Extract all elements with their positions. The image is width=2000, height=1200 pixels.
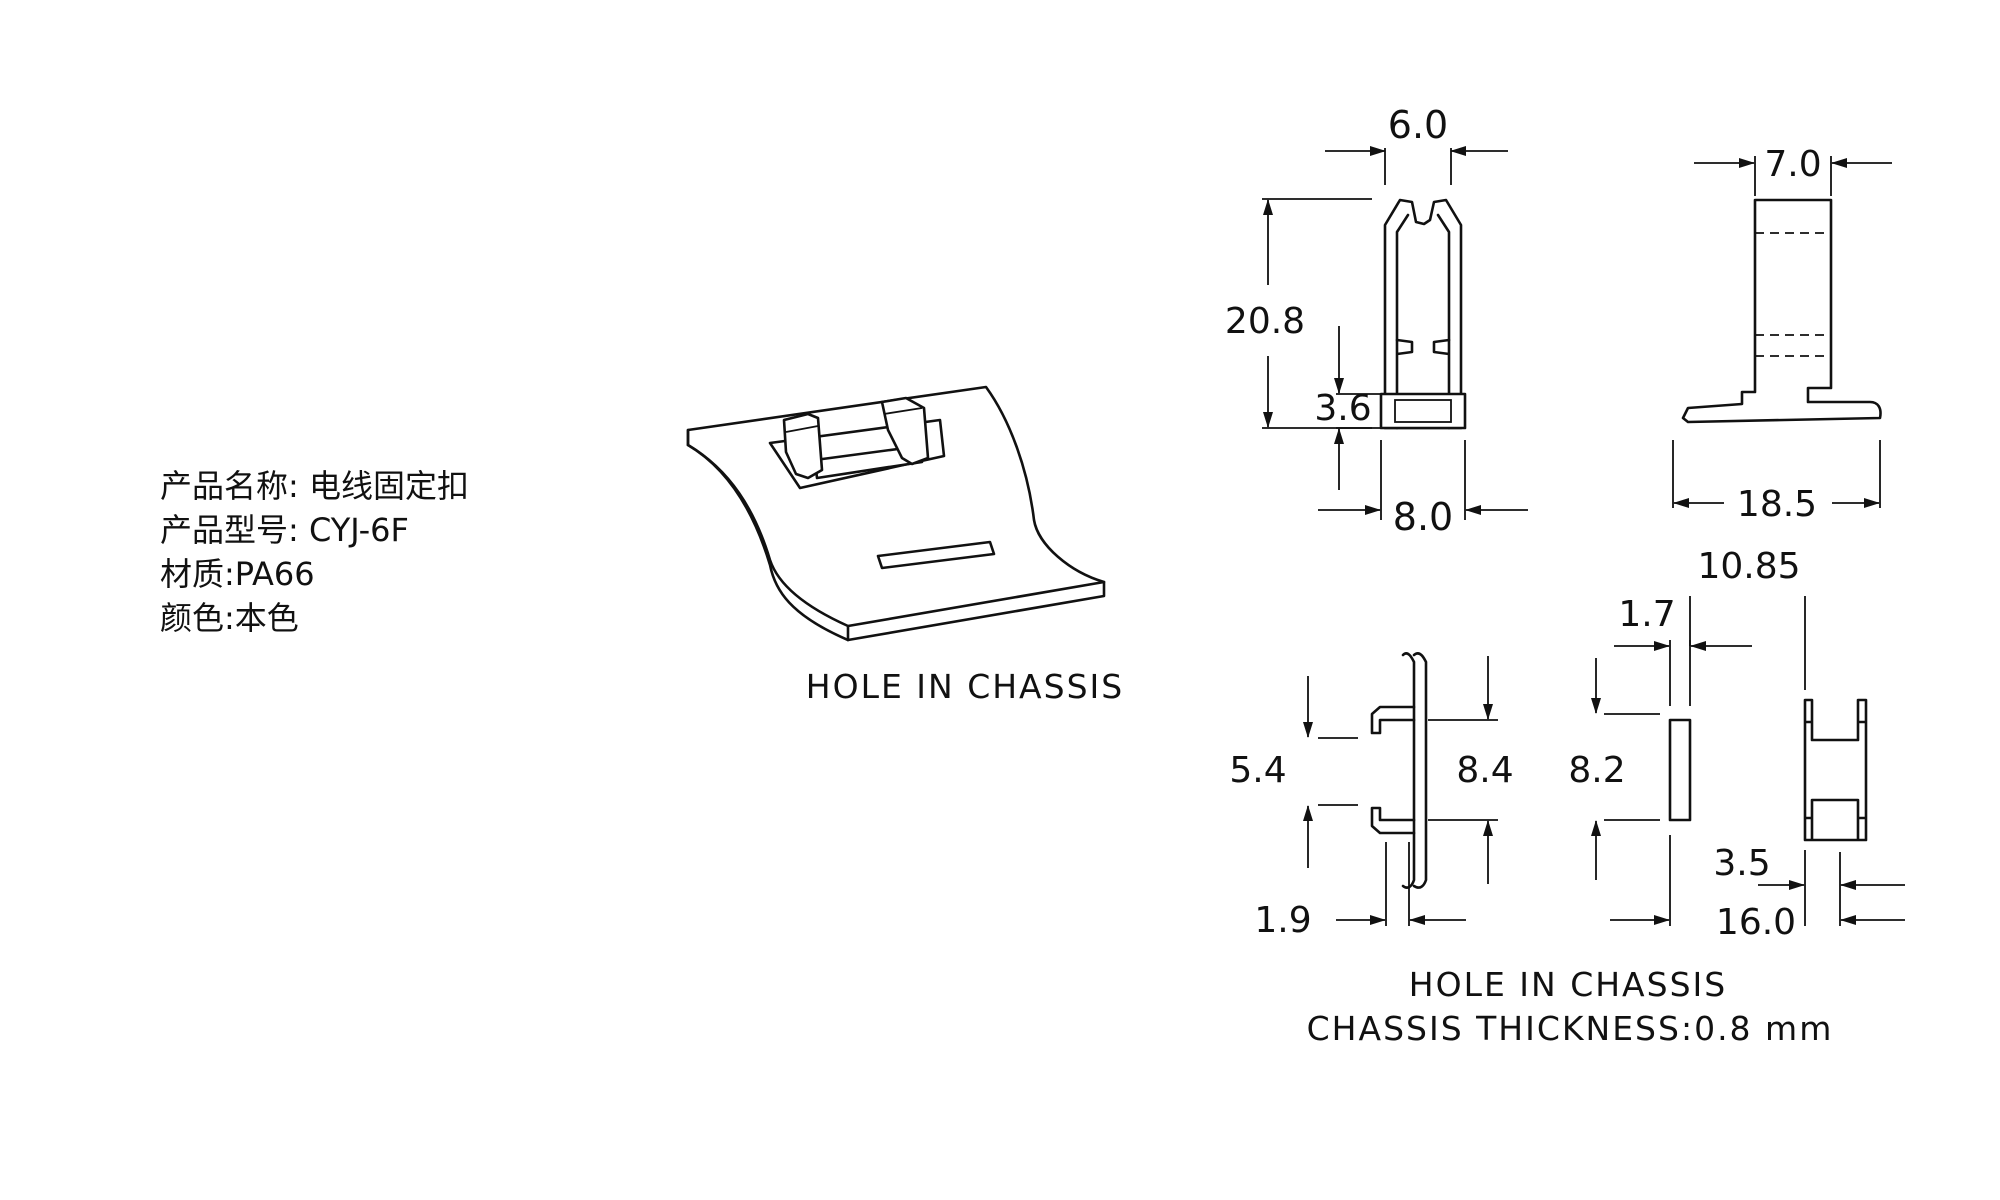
color-line: 颜色:本色	[160, 599, 299, 637]
front-top-width-label: 6.0	[1388, 103, 1448, 147]
chassis-slot-hole	[876, 540, 996, 570]
clip-hook-upper	[1370, 705, 1416, 735]
chassis-panel-edge	[686, 428, 1106, 642]
side-base-length-label: 18.5	[1737, 484, 1817, 525]
hole-caption-line2: CHASSIS THICKNESS:0.8 mm	[1307, 1009, 1834, 1048]
total-length-label: 16.0	[1716, 902, 1796, 943]
front-base-width-label: 8.0	[1393, 495, 1453, 539]
front-height-label: 20.8	[1225, 301, 1305, 342]
iso-caption: HOLE IN CHASSIS	[806, 667, 1124, 706]
side-view: 7.0 18.5	[1672, 144, 1892, 525]
inner-gap-label: 5.4	[1229, 750, 1286, 791]
product-model-line: 产品型号: CYJ-6F	[160, 511, 409, 549]
hole-caption-line1: HOLE IN CHASSIS	[1409, 965, 1727, 1004]
chassis-hole	[1668, 718, 1692, 822]
clip-end-view	[1803, 698, 1868, 842]
clip-hook-lower	[1370, 806, 1416, 835]
hole-in-chassis-views: 5.4 8.4 1.9 1.7 8.2 10.85	[1229, 546, 1905, 1048]
chassis-panel-thickness	[686, 443, 850, 642]
product-spec-block: 产品名称: 电线固定扣 产品型号: CYJ-6F 材质:PA66 颜色:本色	[160, 464, 469, 640]
isometric-view: HOLE IN CHASSIS	[686, 385, 1124, 706]
hole-length-label: 8.2	[1568, 750, 1625, 791]
material-line: 材质:PA66	[160, 555, 315, 593]
side-clip-outline	[1681, 198, 1882, 424]
side-top-width-label: 7.0	[1764, 144, 1821, 185]
end-width-label: 3.5	[1713, 843, 1770, 884]
front-base-height-label: 3.6	[1314, 388, 1371, 429]
span-label: 10.85	[1697, 546, 1800, 587]
outer-height-label: 8.4	[1456, 750, 1513, 791]
front-clip-outline	[1383, 198, 1463, 430]
chassis-section	[1401, 652, 1428, 889]
offset-label: 1.9	[1254, 900, 1311, 941]
slot-width-label: 1.7	[1618, 594, 1675, 635]
product-name-line: 产品名称: 电线固定扣	[160, 467, 469, 505]
clip-prong-right	[880, 396, 930, 466]
front-view: 6.0 20.8 3.6 8.0	[1225, 103, 1528, 539]
